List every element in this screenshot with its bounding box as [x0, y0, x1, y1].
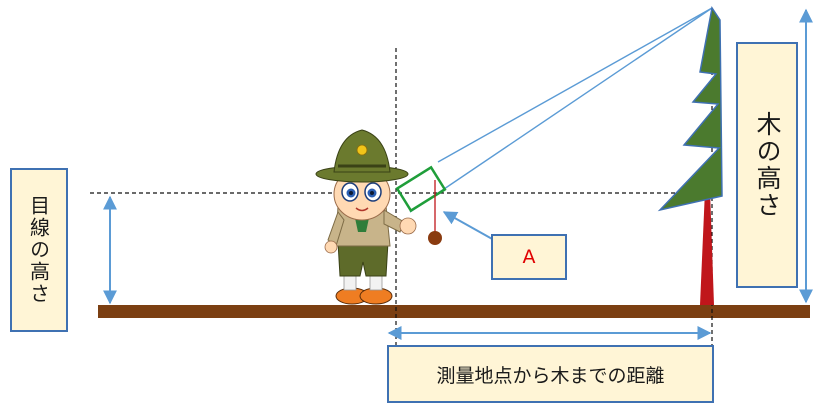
plumb-bob-icon	[428, 180, 442, 245]
tree-height-label: 木の高さ	[736, 42, 798, 288]
tree-height-text: 木の高さ	[753, 111, 782, 219]
point-a-pointer-arrow	[442, 211, 495, 241]
tree-foliage	[657, 6, 723, 212]
eye-height-label: 目線の高さ	[10, 168, 68, 332]
distance-label: 測量地点から木までの距離	[387, 345, 714, 403]
scout-figure-icon	[315, 129, 417, 305]
sight-line-lower	[409, 7, 713, 213]
clinometer-icon	[395, 165, 447, 213]
distance-text: 測量地点から木までの距離	[436, 364, 665, 387]
sight-line-upper	[437, 7, 713, 163]
point-a-text: A	[522, 246, 536, 268]
point-a-label: A	[491, 234, 567, 280]
tree-icon	[657, 6, 723, 305]
ground-bar	[98, 305, 810, 318]
eye-height-text: 目線の高さ	[26, 195, 51, 305]
tree-trunk	[700, 190, 714, 305]
